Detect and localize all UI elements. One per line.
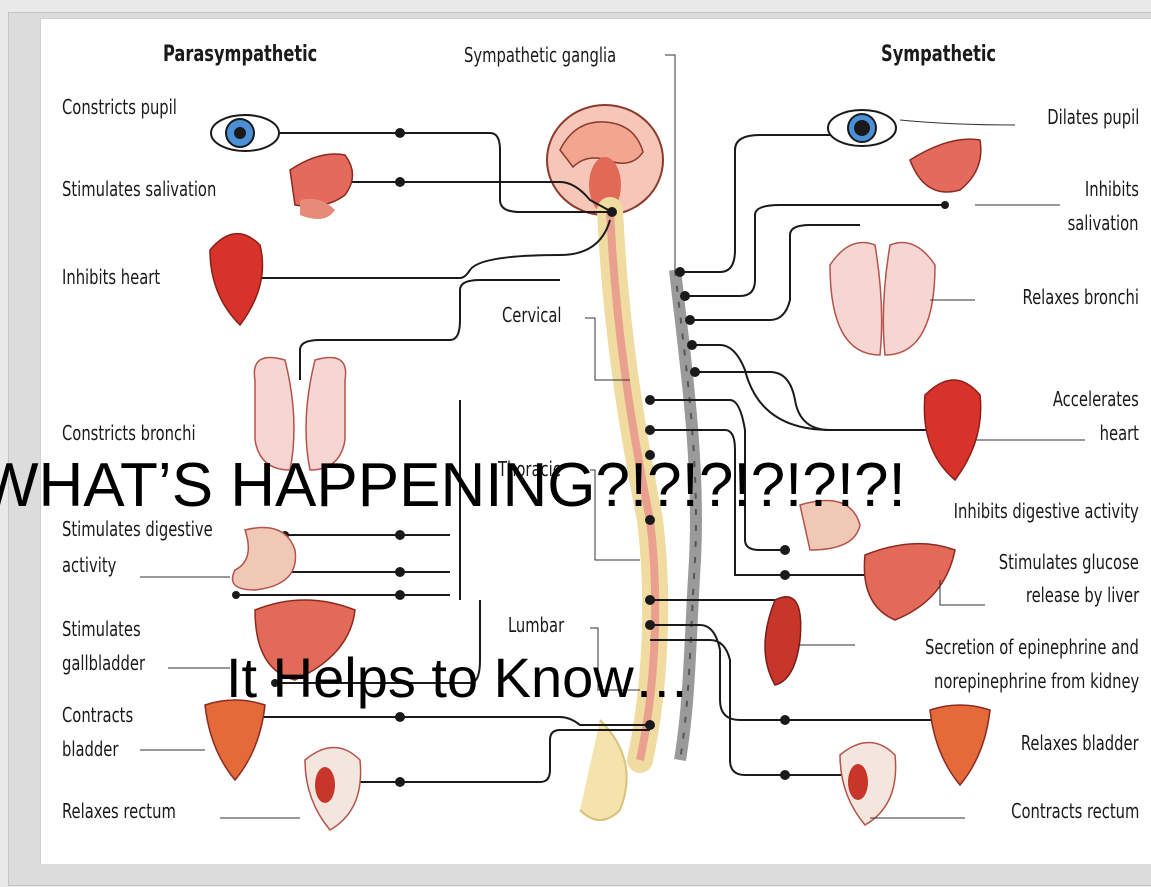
label-relaxes-bladder: Relaxes bladder [1021,726,1139,760]
salivary-gland-icon [910,139,981,192]
stomach-icon [233,528,296,591]
heart-icon [210,234,263,325]
label-contracts-bladder-2: bladder [62,732,118,766]
label-stimulates-glucose-1: Stimulates glucose [999,545,1139,579]
label-inhibits-salivation-2: salivation [1068,206,1139,240]
heart-icon [924,380,980,480]
label-stimulates-gallbladder-1: Stimulates [62,612,141,646]
sympathetic-heading: Sympathetic [881,38,996,72]
label-accelerates-heart-2: heart [1100,416,1139,450]
liver-icon [864,544,955,620]
label-stimulates-glucose-2: release by liver [1026,578,1139,612]
kidney-icon [765,597,801,685]
label-contracts-rectum: Contracts rectum [1011,794,1139,828]
lungs-icon [830,243,935,356]
label-accelerates-heart-1: Accelerates [1053,382,1139,416]
overlay-subtitle: It Helps to Know… [226,650,690,706]
eye-icon [211,115,279,151]
label-cervical: Cervical [502,298,562,332]
label-stimulates-digestive-2: activity [62,548,116,582]
eye-icon [828,110,896,146]
label-relaxes-bronchi: Relaxes bronchi [1023,280,1139,314]
label-constricts-bronchi: Constricts bronchi [62,416,196,450]
sympathetic-ganglia-label: Sympathetic ganglia [464,38,616,72]
label-inhibits-digestive: Inhibits digestive activity [954,494,1139,528]
salivary-gland-icon [290,154,353,219]
label-contracts-bladder-1: Contracts [62,698,133,732]
bladder-icon [930,705,990,785]
label-lumbar: Lumbar [508,608,564,642]
label-inhibits-heart: Inhibits heart [62,260,160,294]
parasympathetic-heading: Parasympathetic [163,38,317,72]
label-constricts-pupil: Constricts pupil [62,90,177,124]
label-secretion-1: Secretion of epinephrine and [925,630,1139,664]
rectum-icon [305,748,361,831]
label-relaxes-rectum: Relaxes rectum [62,794,176,828]
rectum-icon [840,743,896,826]
label-secretion-2: norepinephrine from kidney [934,664,1139,698]
label-stimulates-salivation: Stimulates salivation [62,172,216,206]
label-stimulates-gallbladder-2: gallbladder [62,646,145,680]
overlay-title: WHAT’S HAPPENING?!?!?!?!?!?! [0,455,906,517]
label-dilates-pupil: Dilates pupil [1047,100,1139,134]
label-inhibits-salivation-1: Inhibits [1085,172,1139,206]
bladder-icon [205,700,265,780]
